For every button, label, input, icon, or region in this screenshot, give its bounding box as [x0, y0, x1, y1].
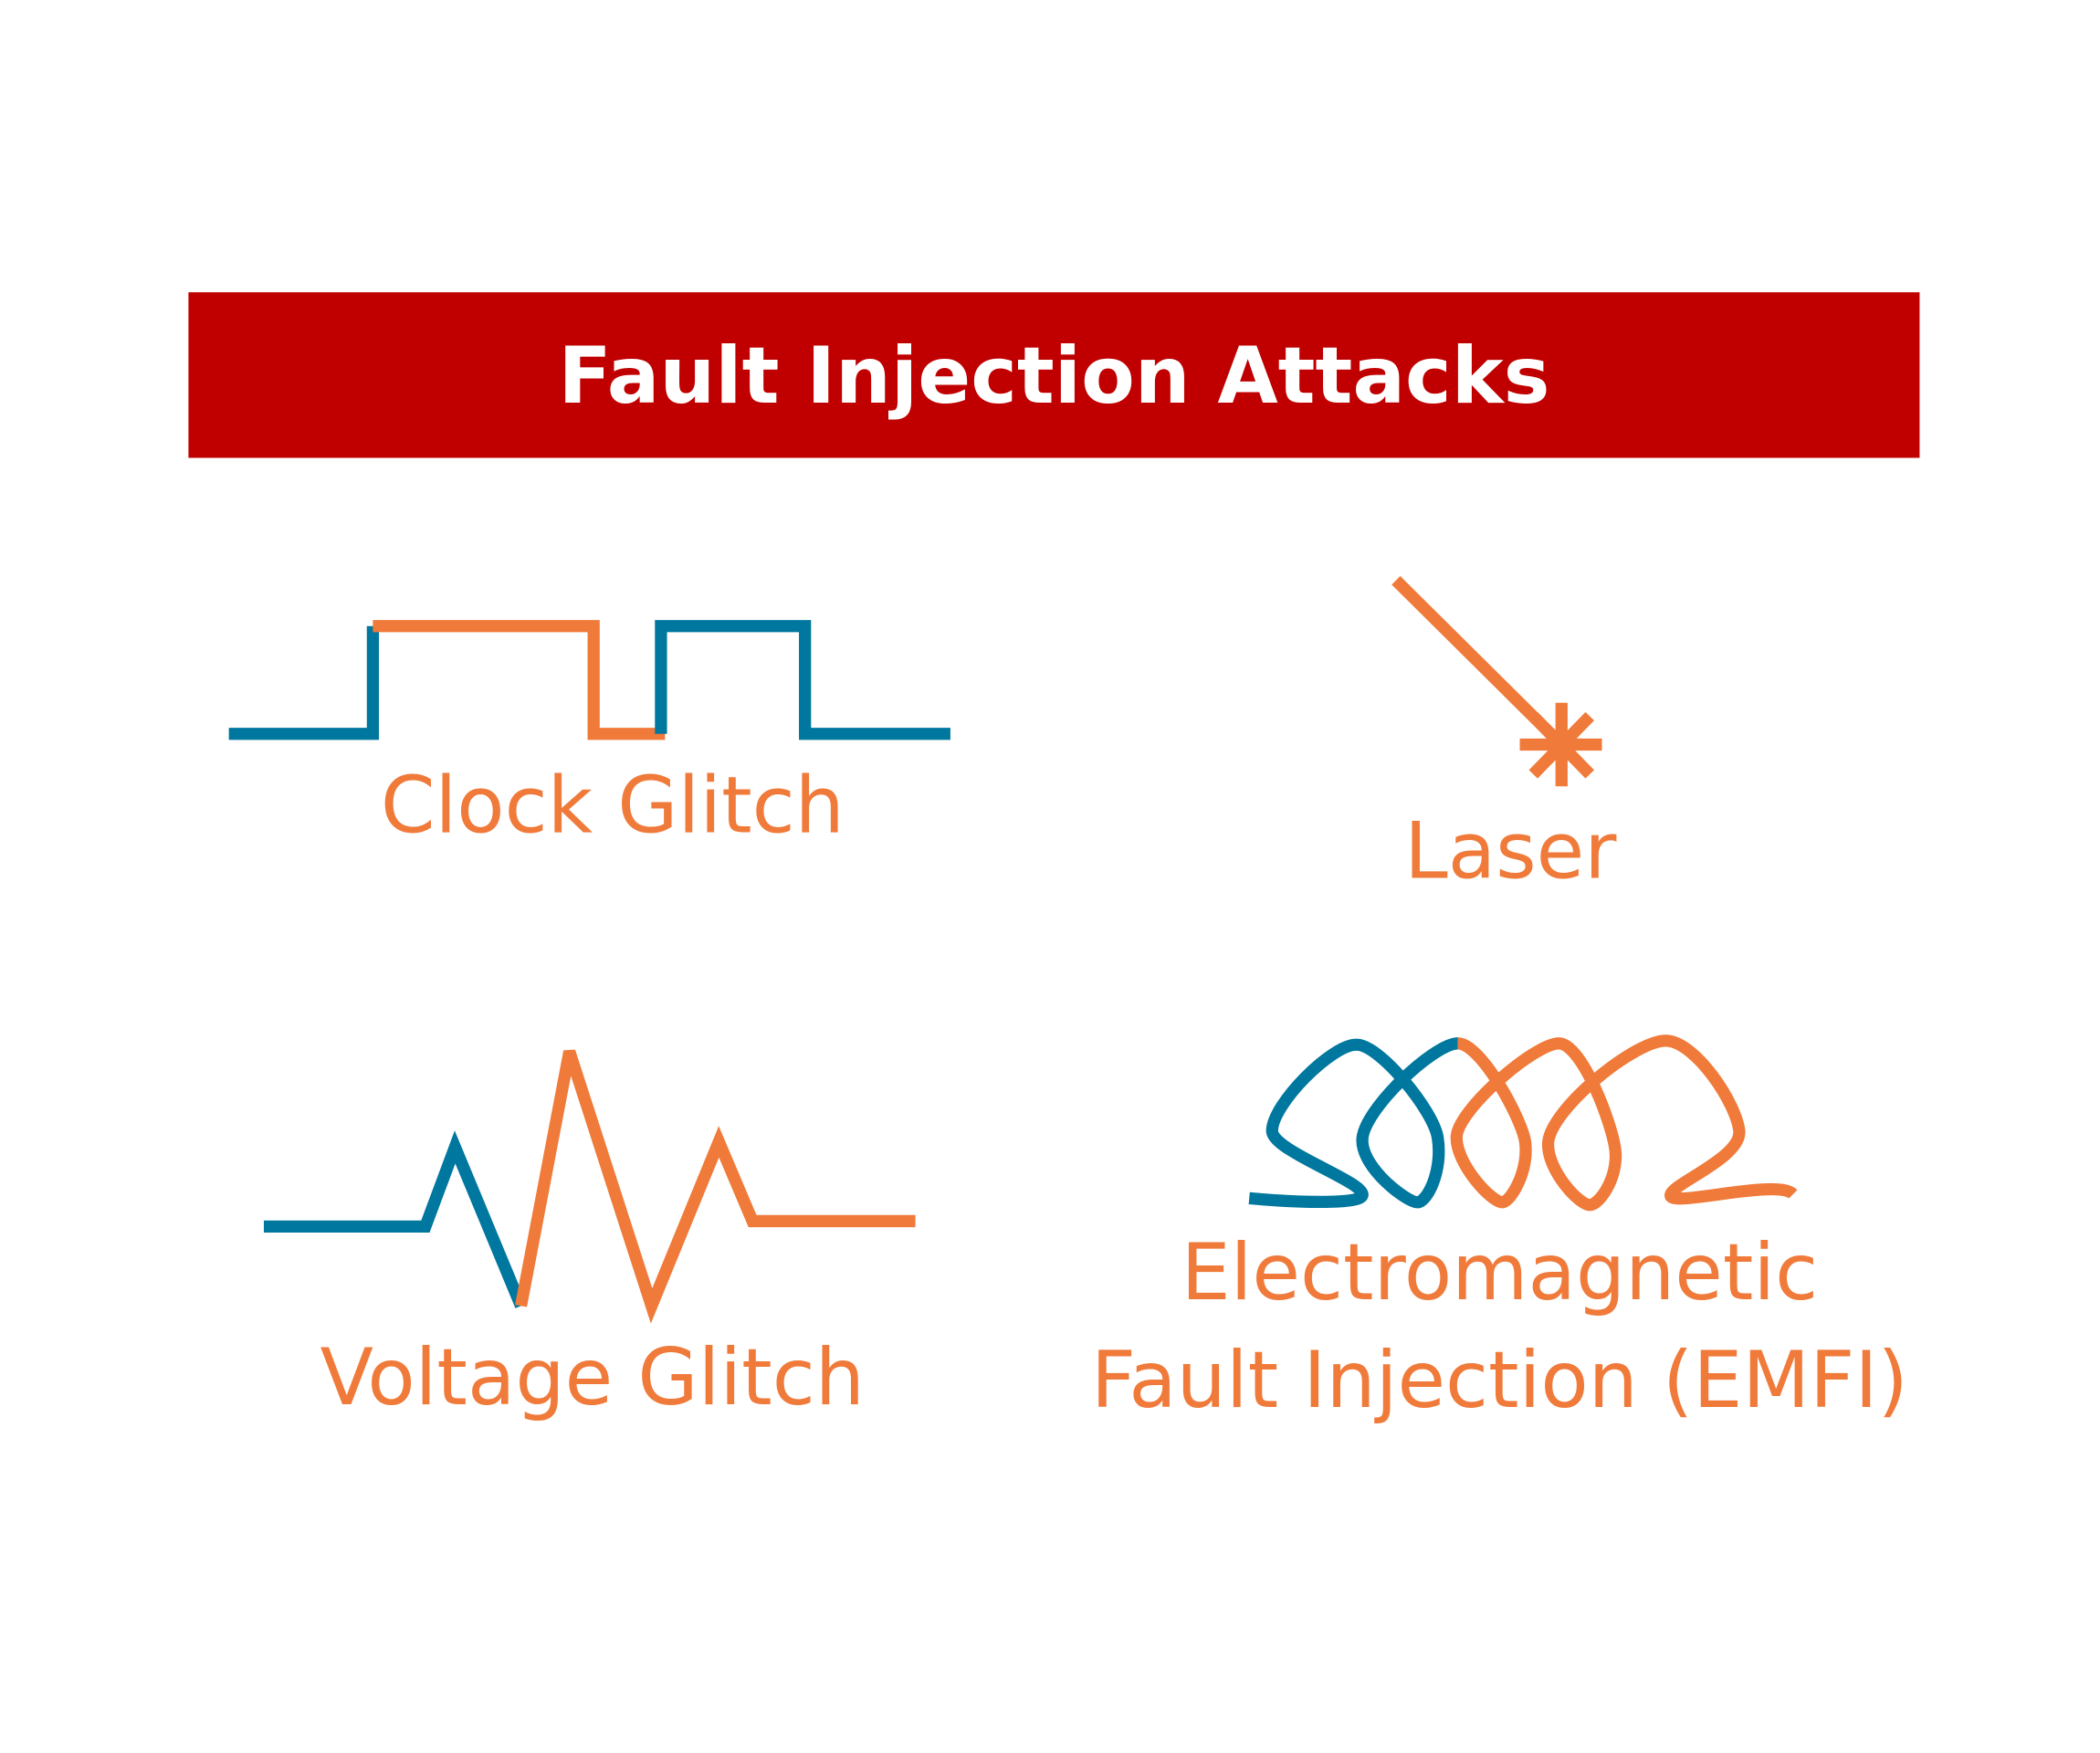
- laser-label: Laser: [1404, 806, 1617, 897]
- em-coil-icon: [1248, 1034, 1798, 1212]
- emfi-label-line1: Electromagnetic: [1181, 1228, 1819, 1318]
- title: Fault Injection Attacks: [558, 331, 1549, 422]
- voltage-glitch-waveform-icon: [263, 1049, 916, 1324]
- clock-glitch-waveform-icon: [228, 620, 950, 740]
- clock-glitch-label: Clock Glitch: [381, 761, 845, 851]
- laser-beam-icon: [1391, 575, 1602, 787]
- voltage-glitch-label: Voltage Glitch: [320, 1333, 865, 1423]
- emfi-label-line2: Fault Injection (EMFI): [1091, 1336, 1908, 1426]
- title-banner: [188, 292, 1920, 458]
